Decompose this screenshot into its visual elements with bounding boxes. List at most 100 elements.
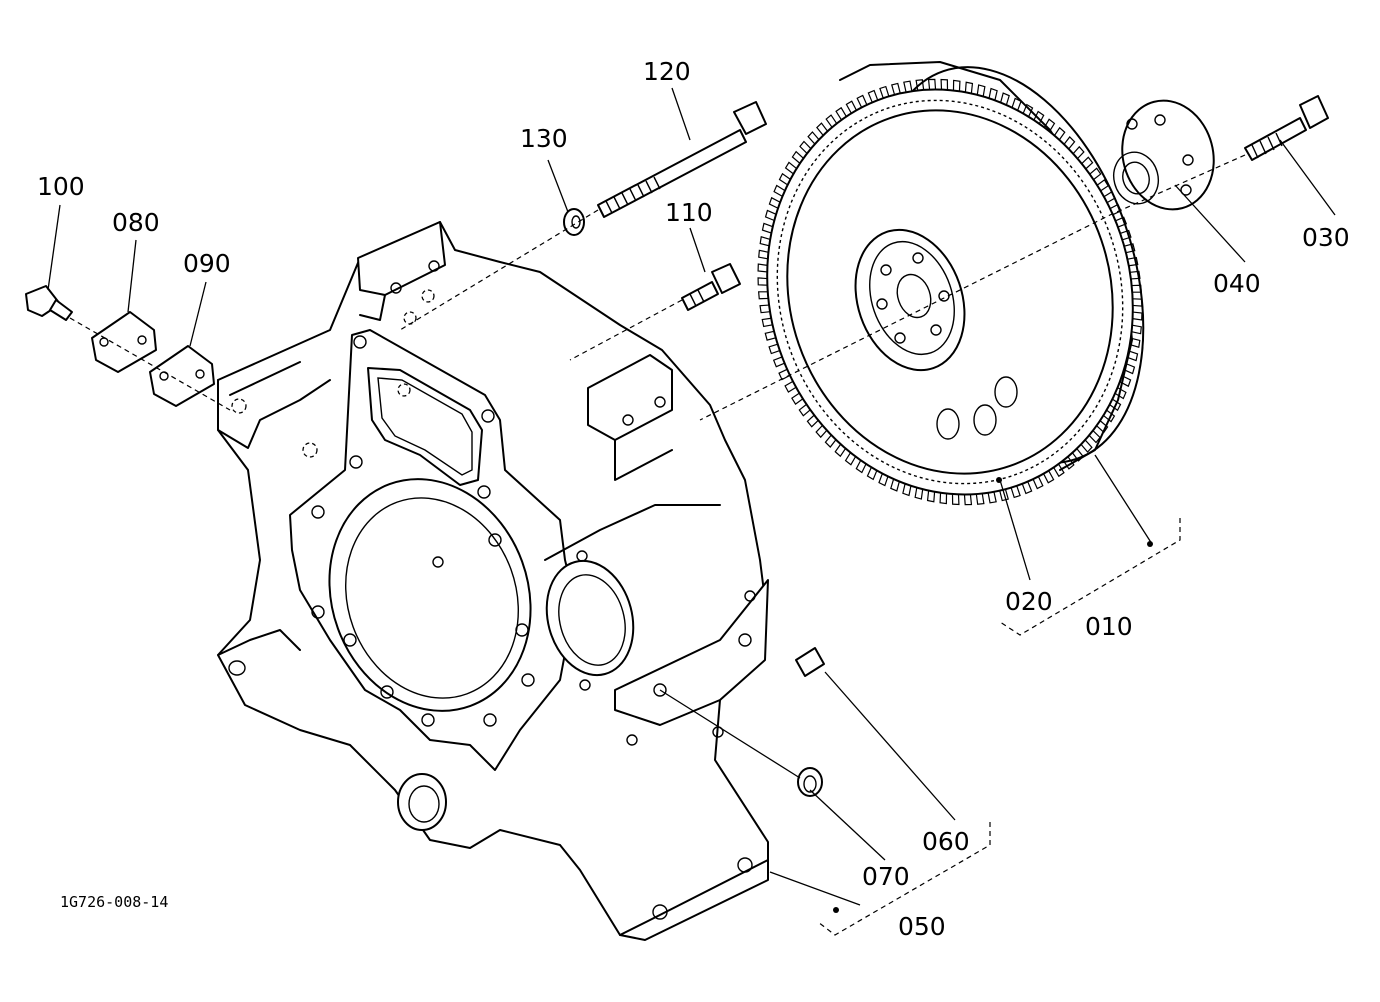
gear-tooth	[867, 89, 879, 103]
label-110: 110	[665, 198, 713, 227]
gear-tooth	[778, 368, 791, 381]
gear-tooth	[757, 263, 768, 273]
gear-tooth	[1011, 97, 1022, 111]
gear-tooth	[1062, 456, 1075, 470]
leader-lines	[47, 87, 1336, 906]
gear-tooth	[1115, 216, 1128, 228]
gear-tooth	[1053, 463, 1065, 478]
gear-tooth	[952, 79, 961, 92]
gear-tooth	[855, 459, 867, 474]
gear-tooth	[914, 487, 924, 500]
bracket-050	[817, 822, 991, 936]
gear-tooth	[1114, 387, 1127, 400]
gear-tooth	[1096, 420, 1109, 434]
gear-tooth	[987, 491, 997, 504]
gear-tooth	[768, 196, 781, 209]
label-090: 090	[183, 249, 231, 278]
gear-tooth	[1081, 156, 1094, 170]
label-020: 020	[1005, 587, 1053, 616]
gear-tooth	[1022, 103, 1034, 117]
gear-tooth	[975, 493, 985, 505]
gear-tooth	[1080, 439, 1093, 453]
label-010: 010	[1085, 612, 1133, 641]
gear-tooth	[757, 291, 769, 300]
gear-tooth	[1032, 476, 1044, 490]
gear-tooth	[879, 85, 890, 99]
bolt-110	[681, 263, 741, 311]
cover-plate-090	[149, 345, 215, 407]
gear-tooth	[798, 403, 811, 417]
label-130: 130	[520, 124, 568, 153]
gear-tooth	[903, 80, 913, 93]
gear-tooth	[1119, 229, 1132, 241]
gear-tooth	[963, 494, 973, 506]
gear-tooth	[926, 490, 936, 503]
label-120: 120	[643, 57, 691, 86]
ring-gear-teeth	[757, 78, 1143, 506]
cover-plate-080	[91, 311, 157, 373]
gear-tooth	[1088, 430, 1101, 444]
gear-tooth	[806, 414, 819, 428]
bracket-010	[996, 477, 1181, 636]
gear-tooth	[1127, 256, 1139, 267]
gear-tooth	[815, 424, 828, 439]
gear-tooth	[878, 473, 889, 487]
gear-tooth	[1043, 470, 1055, 484]
gear-tooth	[1132, 298, 1143, 307]
gear-tooth	[1119, 375, 1132, 388]
gear-tooth	[1131, 284, 1143, 293]
gear-tooth	[759, 304, 771, 314]
gear-tooth	[1124, 243, 1136, 254]
gear-tooth	[768, 343, 781, 355]
bolt-030	[1244, 95, 1329, 161]
gear-tooth	[1071, 448, 1084, 462]
gear-tooth	[1132, 311, 1143, 321]
gear-tooth	[1103, 191, 1116, 204]
gear-tooth	[939, 492, 948, 505]
gear-tooth	[757, 277, 768, 286]
washer-130	[563, 208, 585, 236]
gear-tooth	[1089, 167, 1102, 181]
gear-tooth	[799, 140, 812, 154]
screw-100	[25, 285, 73, 321]
gear-tooth	[764, 330, 776, 341]
gear-tooth	[816, 122, 829, 136]
part-labels: 120 130 110 100 080 090 030 040 020 010 …	[37, 57, 1350, 941]
gear-tooth	[761, 222, 773, 234]
gear-tooth	[964, 81, 974, 94]
gear-tooth	[1109, 203, 1122, 216]
drawing-reference-code: 1G726-008-14	[60, 893, 168, 911]
gear-tooth	[1010, 485, 1021, 499]
gear-tooth	[784, 380, 797, 393]
gear-tooth	[825, 114, 838, 128]
gear-tooth	[834, 443, 847, 458]
gear-tooth	[1096, 179, 1109, 192]
gear-tooth	[1109, 398, 1122, 412]
gear-tooth	[784, 161, 797, 175]
gear-tooth	[1000, 92, 1010, 106]
label-080: 080	[112, 208, 160, 237]
gear-tooth	[824, 434, 837, 448]
bushing-070	[797, 767, 823, 797]
gear-tooth	[999, 489, 1009, 502]
assembly-axes	[69, 154, 1246, 421]
gear-tooth	[791, 392, 804, 405]
gear-tooth	[1043, 118, 1056, 132]
gear-tooth	[761, 317, 773, 328]
gear-tooth	[1127, 350, 1139, 362]
gear-tooth	[988, 87, 998, 101]
gear-tooth	[915, 79, 925, 91]
gear-tooth	[1033, 110, 1045, 125]
gear-tooth	[940, 78, 949, 90]
label-040: 040	[1213, 269, 1261, 298]
gear-tooth	[1072, 145, 1085, 160]
label-030: 030	[1302, 223, 1350, 252]
gear-tooth	[951, 494, 960, 506]
gear-tooth	[791, 150, 804, 164]
gear-tooth	[1103, 409, 1116, 423]
gear-tooth	[1129, 337, 1141, 348]
gear-tooth	[1131, 324, 1142, 335]
label-060: 060	[922, 827, 970, 856]
gear-tooth	[927, 78, 937, 90]
